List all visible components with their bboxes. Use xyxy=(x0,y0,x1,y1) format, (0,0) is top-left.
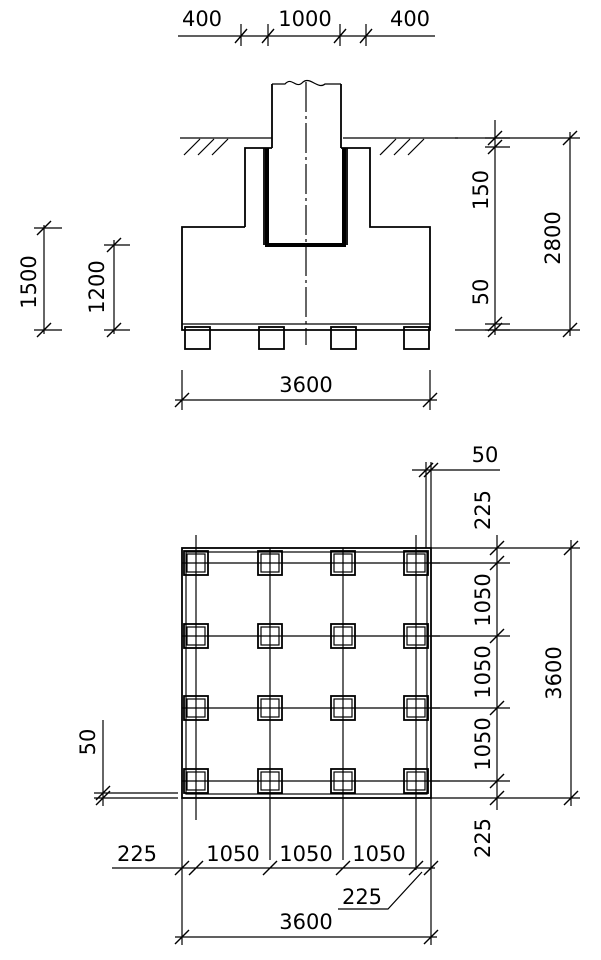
plan-right-dim-1050-c: 1050 xyxy=(471,717,495,770)
section-top-dim-2: 1000 xyxy=(278,7,331,31)
plan-pile xyxy=(330,623,356,649)
section-left-dimensions: 1500 1200 xyxy=(17,220,130,338)
plan-bottom-dim-1050-a: 1050 xyxy=(206,842,259,866)
plan-cap-outline xyxy=(181,547,432,799)
section-pile xyxy=(258,326,285,350)
section-pile xyxy=(330,326,357,350)
plan-pile xyxy=(330,768,356,794)
plan-pile-inner xyxy=(260,771,280,791)
column-socket xyxy=(265,148,346,247)
plan-pile-inner xyxy=(186,771,206,791)
section-top-dim-3: 400 xyxy=(390,7,430,31)
section-piles xyxy=(184,326,430,350)
plan-pile xyxy=(257,695,283,721)
plan-pile-inner xyxy=(333,553,353,573)
plan-pile-inner xyxy=(186,553,206,573)
plan-bottom-dim-1050-c: 1050 xyxy=(352,842,405,866)
plan-pile xyxy=(257,768,283,794)
plan-top-right-dim-50: 50 xyxy=(472,443,499,467)
plan-pile xyxy=(403,695,429,721)
plan-pile-inner xyxy=(333,698,353,718)
plan-view: 50 225 1050 1050 1050 225 3600 xyxy=(76,443,580,945)
plan-right-dim-1050-b: 1050 xyxy=(471,645,495,698)
plan-pile-inner xyxy=(406,771,426,791)
plan-left-dim-50: 50 xyxy=(76,729,100,756)
plan-bottom-dimensions: 225 1050 1050 1050 225 3600 xyxy=(112,798,439,945)
plan-pile xyxy=(403,550,429,576)
plan-pile-inner xyxy=(260,626,280,646)
column xyxy=(271,80,342,148)
section-top-dim-1: 400 xyxy=(182,7,222,31)
plan-pile-inner xyxy=(260,698,280,718)
section-right-dim-2800: 2800 xyxy=(541,211,565,264)
plan-bottom-overall-3600: 3600 xyxy=(279,910,332,934)
plan-piles xyxy=(183,550,429,794)
plan-pile xyxy=(330,695,356,721)
plan-pile-inner xyxy=(406,553,426,573)
plan-top-right-dimensions: 50 225 xyxy=(412,443,500,548)
section-pile xyxy=(184,326,211,350)
section-left-dim-1500: 1500 xyxy=(17,255,41,308)
plan-right-dim-225: 225 xyxy=(471,818,495,858)
ground-line xyxy=(180,137,458,156)
plan-pile xyxy=(403,768,429,794)
plan-right-overall-3600: 3600 xyxy=(542,646,566,699)
section-right-dim-150: 150 xyxy=(469,170,493,210)
plan-pile-inner xyxy=(333,771,353,791)
section-bottom-dimension: 3600 xyxy=(174,370,438,410)
plan-right-dim-1050-a: 1050 xyxy=(471,573,495,626)
plan-pile xyxy=(183,768,209,794)
plan-pile-inner xyxy=(186,698,206,718)
plan-pile-inner xyxy=(333,626,353,646)
plan-pile-inner xyxy=(260,553,280,573)
plan-pile xyxy=(183,623,209,649)
plan-pile xyxy=(257,623,283,649)
section-top-dimension: 400 1000 400 xyxy=(178,7,435,46)
plan-pile xyxy=(183,550,209,576)
plan-pile xyxy=(403,623,429,649)
plan-pile xyxy=(330,550,356,576)
section-bottom-dim-3600: 3600 xyxy=(279,373,332,397)
section-view: 400 1000 400 xyxy=(17,7,580,410)
plan-pile xyxy=(183,695,209,721)
plan-pile xyxy=(257,550,283,576)
plan-left-dimension: 50 xyxy=(76,720,178,806)
section-left-dim-1200: 1200 xyxy=(85,260,109,313)
plan-top-right-dim-225: 225 xyxy=(471,490,495,530)
plan-bottom-leader-225: 225 xyxy=(342,885,382,909)
pile-cap-outline xyxy=(181,147,431,331)
plan-pile-inner xyxy=(406,626,426,646)
plan-grid-lines xyxy=(182,535,440,870)
plan-bottom-dim-1050-b: 1050 xyxy=(279,842,332,866)
plan-pile-inner xyxy=(406,698,426,718)
section-pile xyxy=(403,326,430,350)
plan-right-dimensions: 1050 1050 1050 225 3600 xyxy=(431,535,580,858)
plan-bottom-dim-225: 225 xyxy=(117,842,157,866)
plan-pile-inner xyxy=(186,626,206,646)
section-right-dimensions: 150 50 2800 xyxy=(455,120,580,338)
section-right-dim-50: 50 xyxy=(469,279,493,306)
